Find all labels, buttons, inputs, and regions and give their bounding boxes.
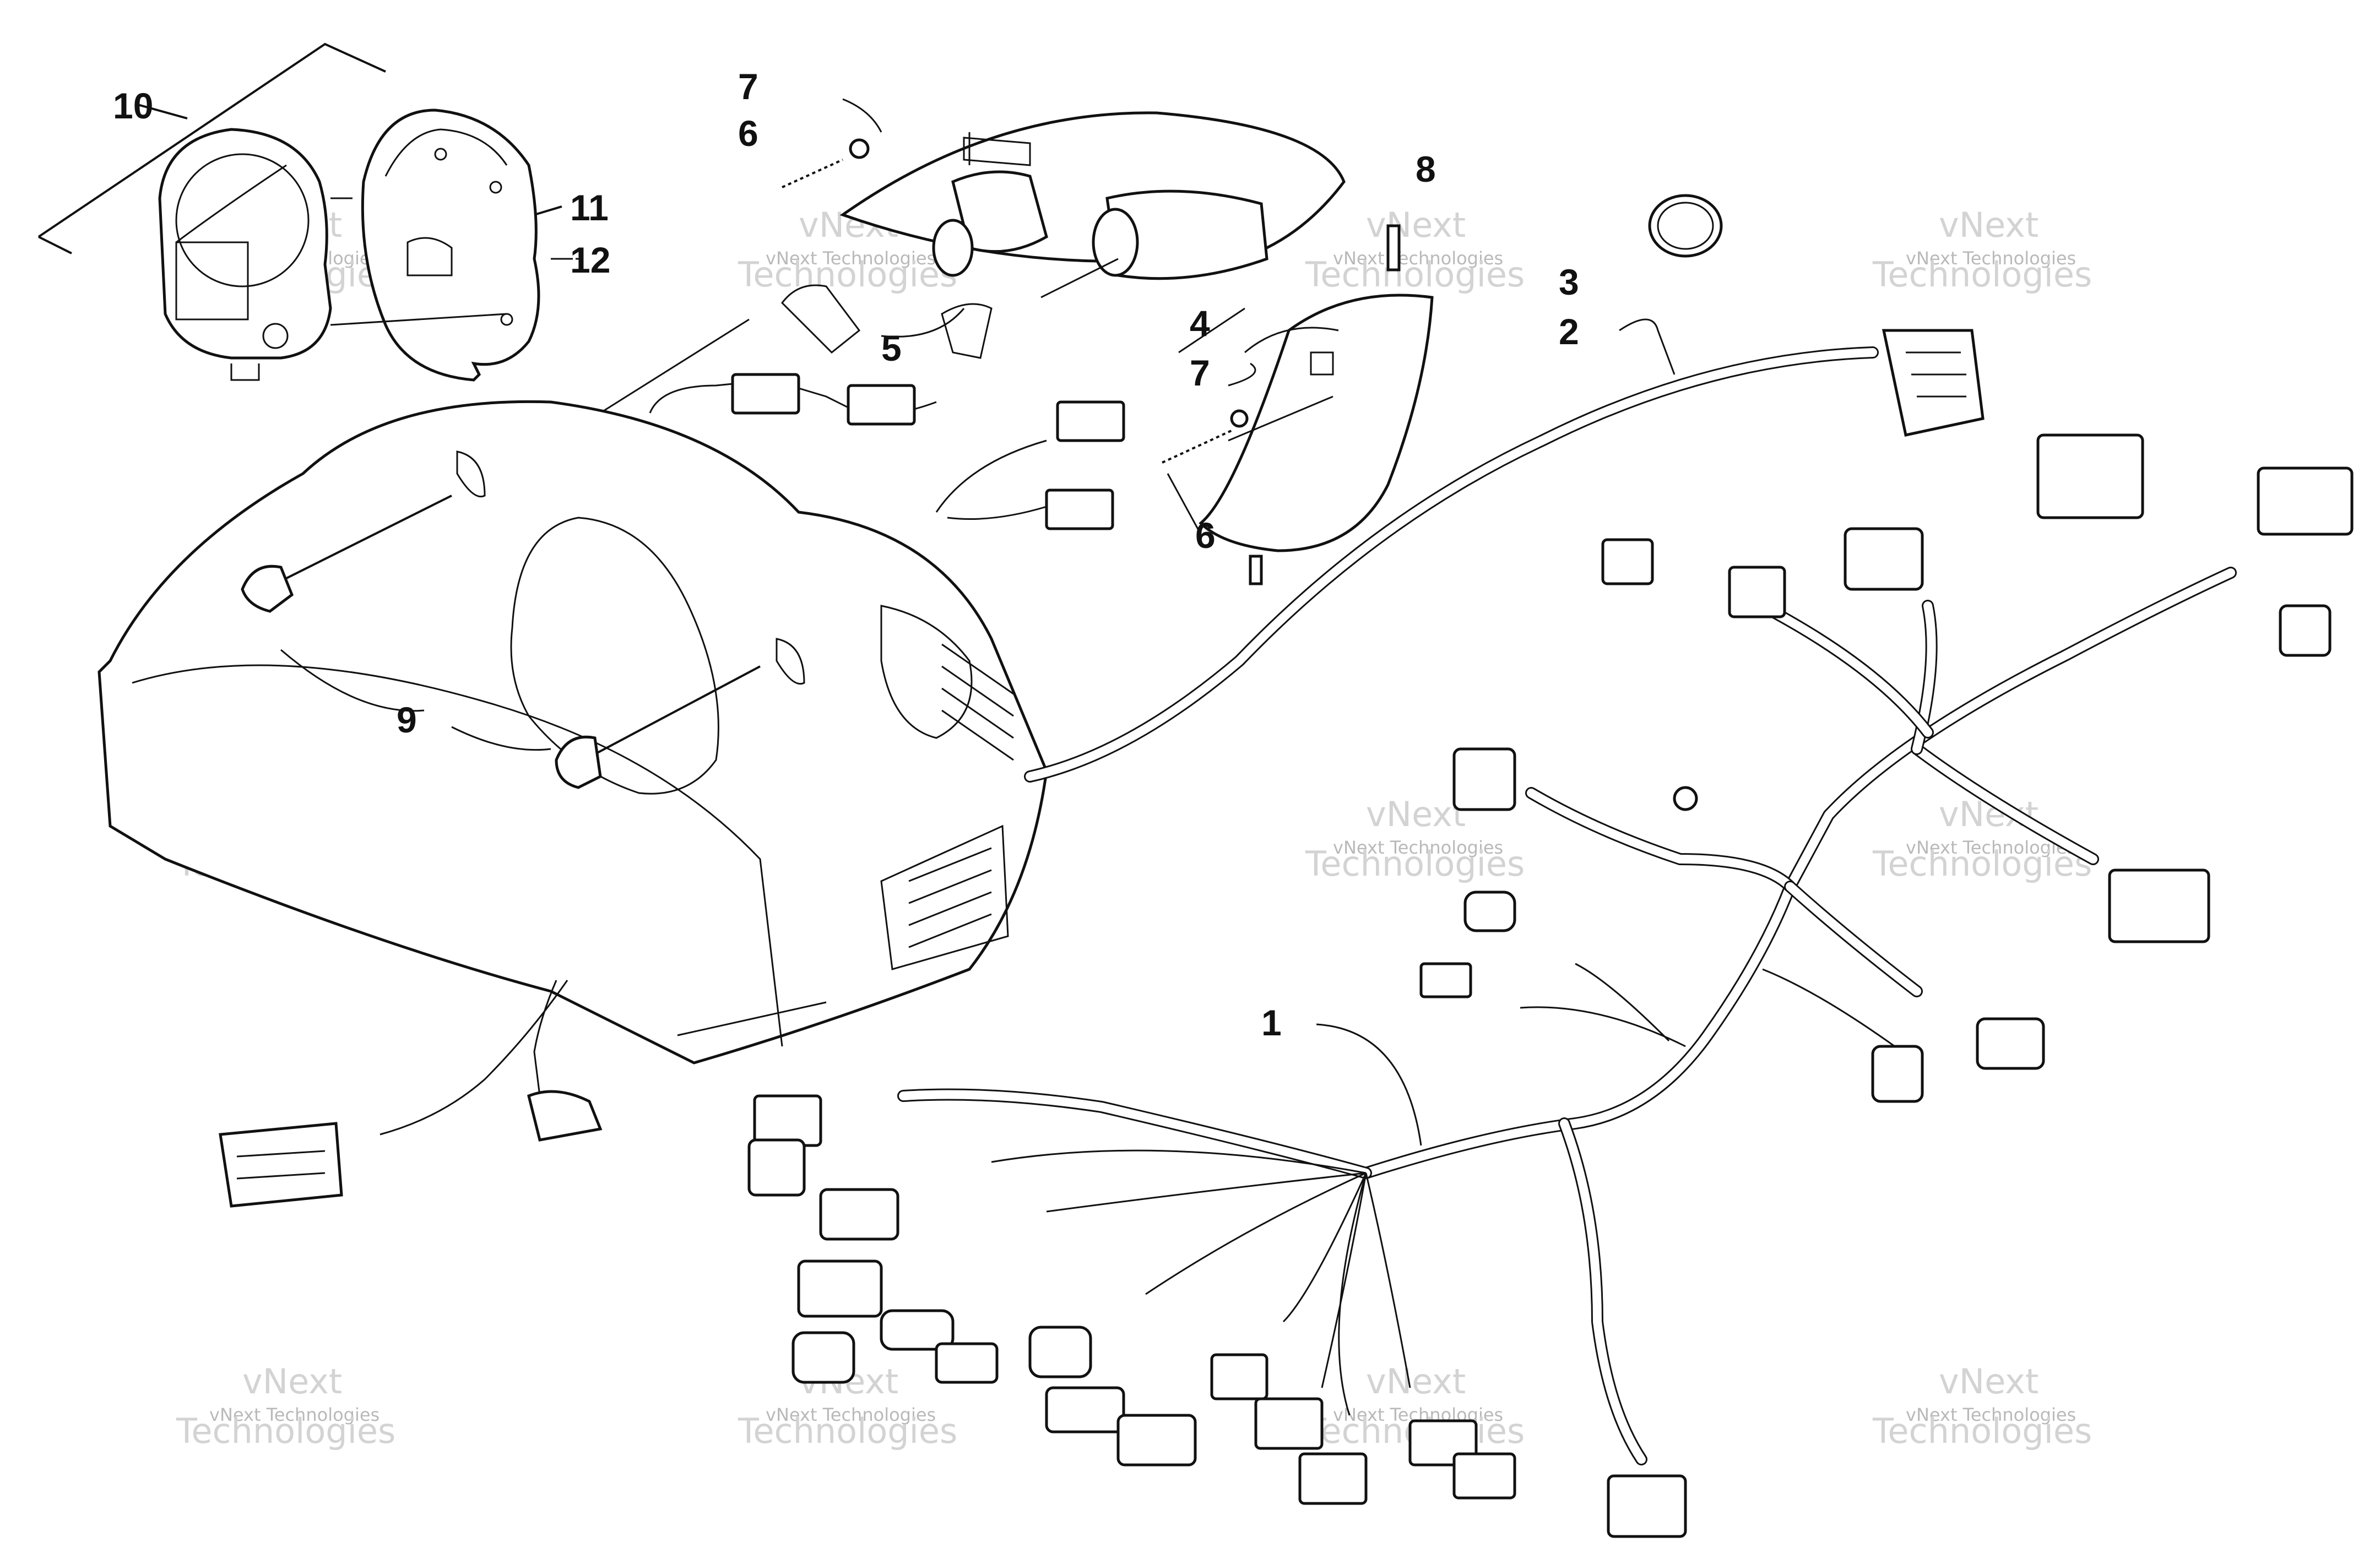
svg-text:Technologies: Technologies xyxy=(1305,254,1525,295)
svg-text:vNext: vNext xyxy=(1366,794,1466,834)
callout-2: 2 xyxy=(1559,311,1579,352)
callout-7-upper: 7 xyxy=(738,66,758,107)
svg-text:Technologies: Technologies xyxy=(738,1411,957,1451)
svg-text:vNext Technologies: vNext Technologies xyxy=(1906,1404,2076,1425)
headlight-connectors xyxy=(556,318,1125,530)
main-harness xyxy=(897,567,2237,1465)
svg-text:Technologies: Technologies xyxy=(176,1411,395,1451)
callout-12: 12 xyxy=(570,240,610,280)
watermark: vNext Technologies vNext Technologies xyxy=(176,1361,395,1451)
svg-text:vNext Technologies: vNext Technologies xyxy=(766,248,936,269)
watermark: vNext Technologies vNext Technologies xyxy=(1872,205,2092,295)
svg-text:Technologies: Technologies xyxy=(1872,254,2092,295)
watermark: vNext Technologies vNext Technologies xyxy=(1872,1361,2092,1451)
svg-text:vNext: vNext xyxy=(1939,205,2039,245)
springs xyxy=(782,138,1249,464)
gauge-housing xyxy=(330,108,581,382)
callout-10: 10 xyxy=(113,85,153,126)
callout-labels: 1 2 3 4 5 6 6 7 7 8 9 10 11 12 xyxy=(113,66,1579,1043)
harness-connectors xyxy=(747,433,2354,1538)
callout-6-upper: 6 xyxy=(738,113,758,154)
svg-text:vNext: vNext xyxy=(1366,1361,1466,1402)
speedometer-gauge xyxy=(158,128,332,381)
side-light-assembly xyxy=(1199,224,1434,585)
svg-text:Technologies: Technologies xyxy=(1872,844,2092,884)
callout-1: 1 xyxy=(1261,1002,1282,1043)
headlight-assembly xyxy=(781,111,1346,359)
svg-text:vNext: vNext xyxy=(242,1361,342,1402)
left-harness xyxy=(219,980,603,1208)
callout-4: 4 xyxy=(1190,303,1210,344)
callout-6-lower: 6 xyxy=(1195,515,1216,556)
callout-3: 3 xyxy=(1559,262,1579,302)
mounting-bolts xyxy=(241,495,761,789)
hood-fairing xyxy=(97,400,1048,1065)
svg-text:vNext Technologies: vNext Technologies xyxy=(1333,248,1503,269)
svg-text:vNext: vNext xyxy=(1939,1361,2039,1402)
svg-text:Technologies: Technologies xyxy=(1872,1411,2092,1451)
wire-harness-2 xyxy=(1024,329,1985,783)
svg-text:vNext Technologies: vNext Technologies xyxy=(1906,248,2076,269)
callout-11: 11 xyxy=(570,187,609,228)
svg-text:vNext Technologies: vNext Technologies xyxy=(209,1404,380,1425)
callout-8: 8 xyxy=(1416,149,1436,189)
leader-lines xyxy=(551,98,1676,1146)
callout-5: 5 xyxy=(881,328,902,368)
svg-text:vNext Technologies: vNext Technologies xyxy=(1333,837,1503,858)
callout-7-lower: 7 xyxy=(1190,352,1210,393)
watermark: vNext Technologies vNext Technologies xyxy=(738,205,957,295)
svg-text:Technologies: Technologies xyxy=(1305,844,1525,884)
svg-text:vNext Technologies: vNext Technologies xyxy=(766,1404,936,1425)
callout-10-bracket xyxy=(37,42,386,254)
watermark: vNext Technologies vNext Technologies xyxy=(1872,794,2092,884)
watermark: vNext Technologies vNext Technologies xyxy=(1305,794,1525,884)
svg-text:vNext Technologies: vNext Technologies xyxy=(1906,837,2076,858)
svg-text:vNext: vNext xyxy=(1366,205,1466,245)
callout-9: 9 xyxy=(397,699,417,740)
svg-text:Technologies: Technologies xyxy=(738,254,957,295)
ring-clamp xyxy=(1648,194,1723,258)
watermark: vNext Technologies vNext Technologies xyxy=(1305,205,1525,295)
